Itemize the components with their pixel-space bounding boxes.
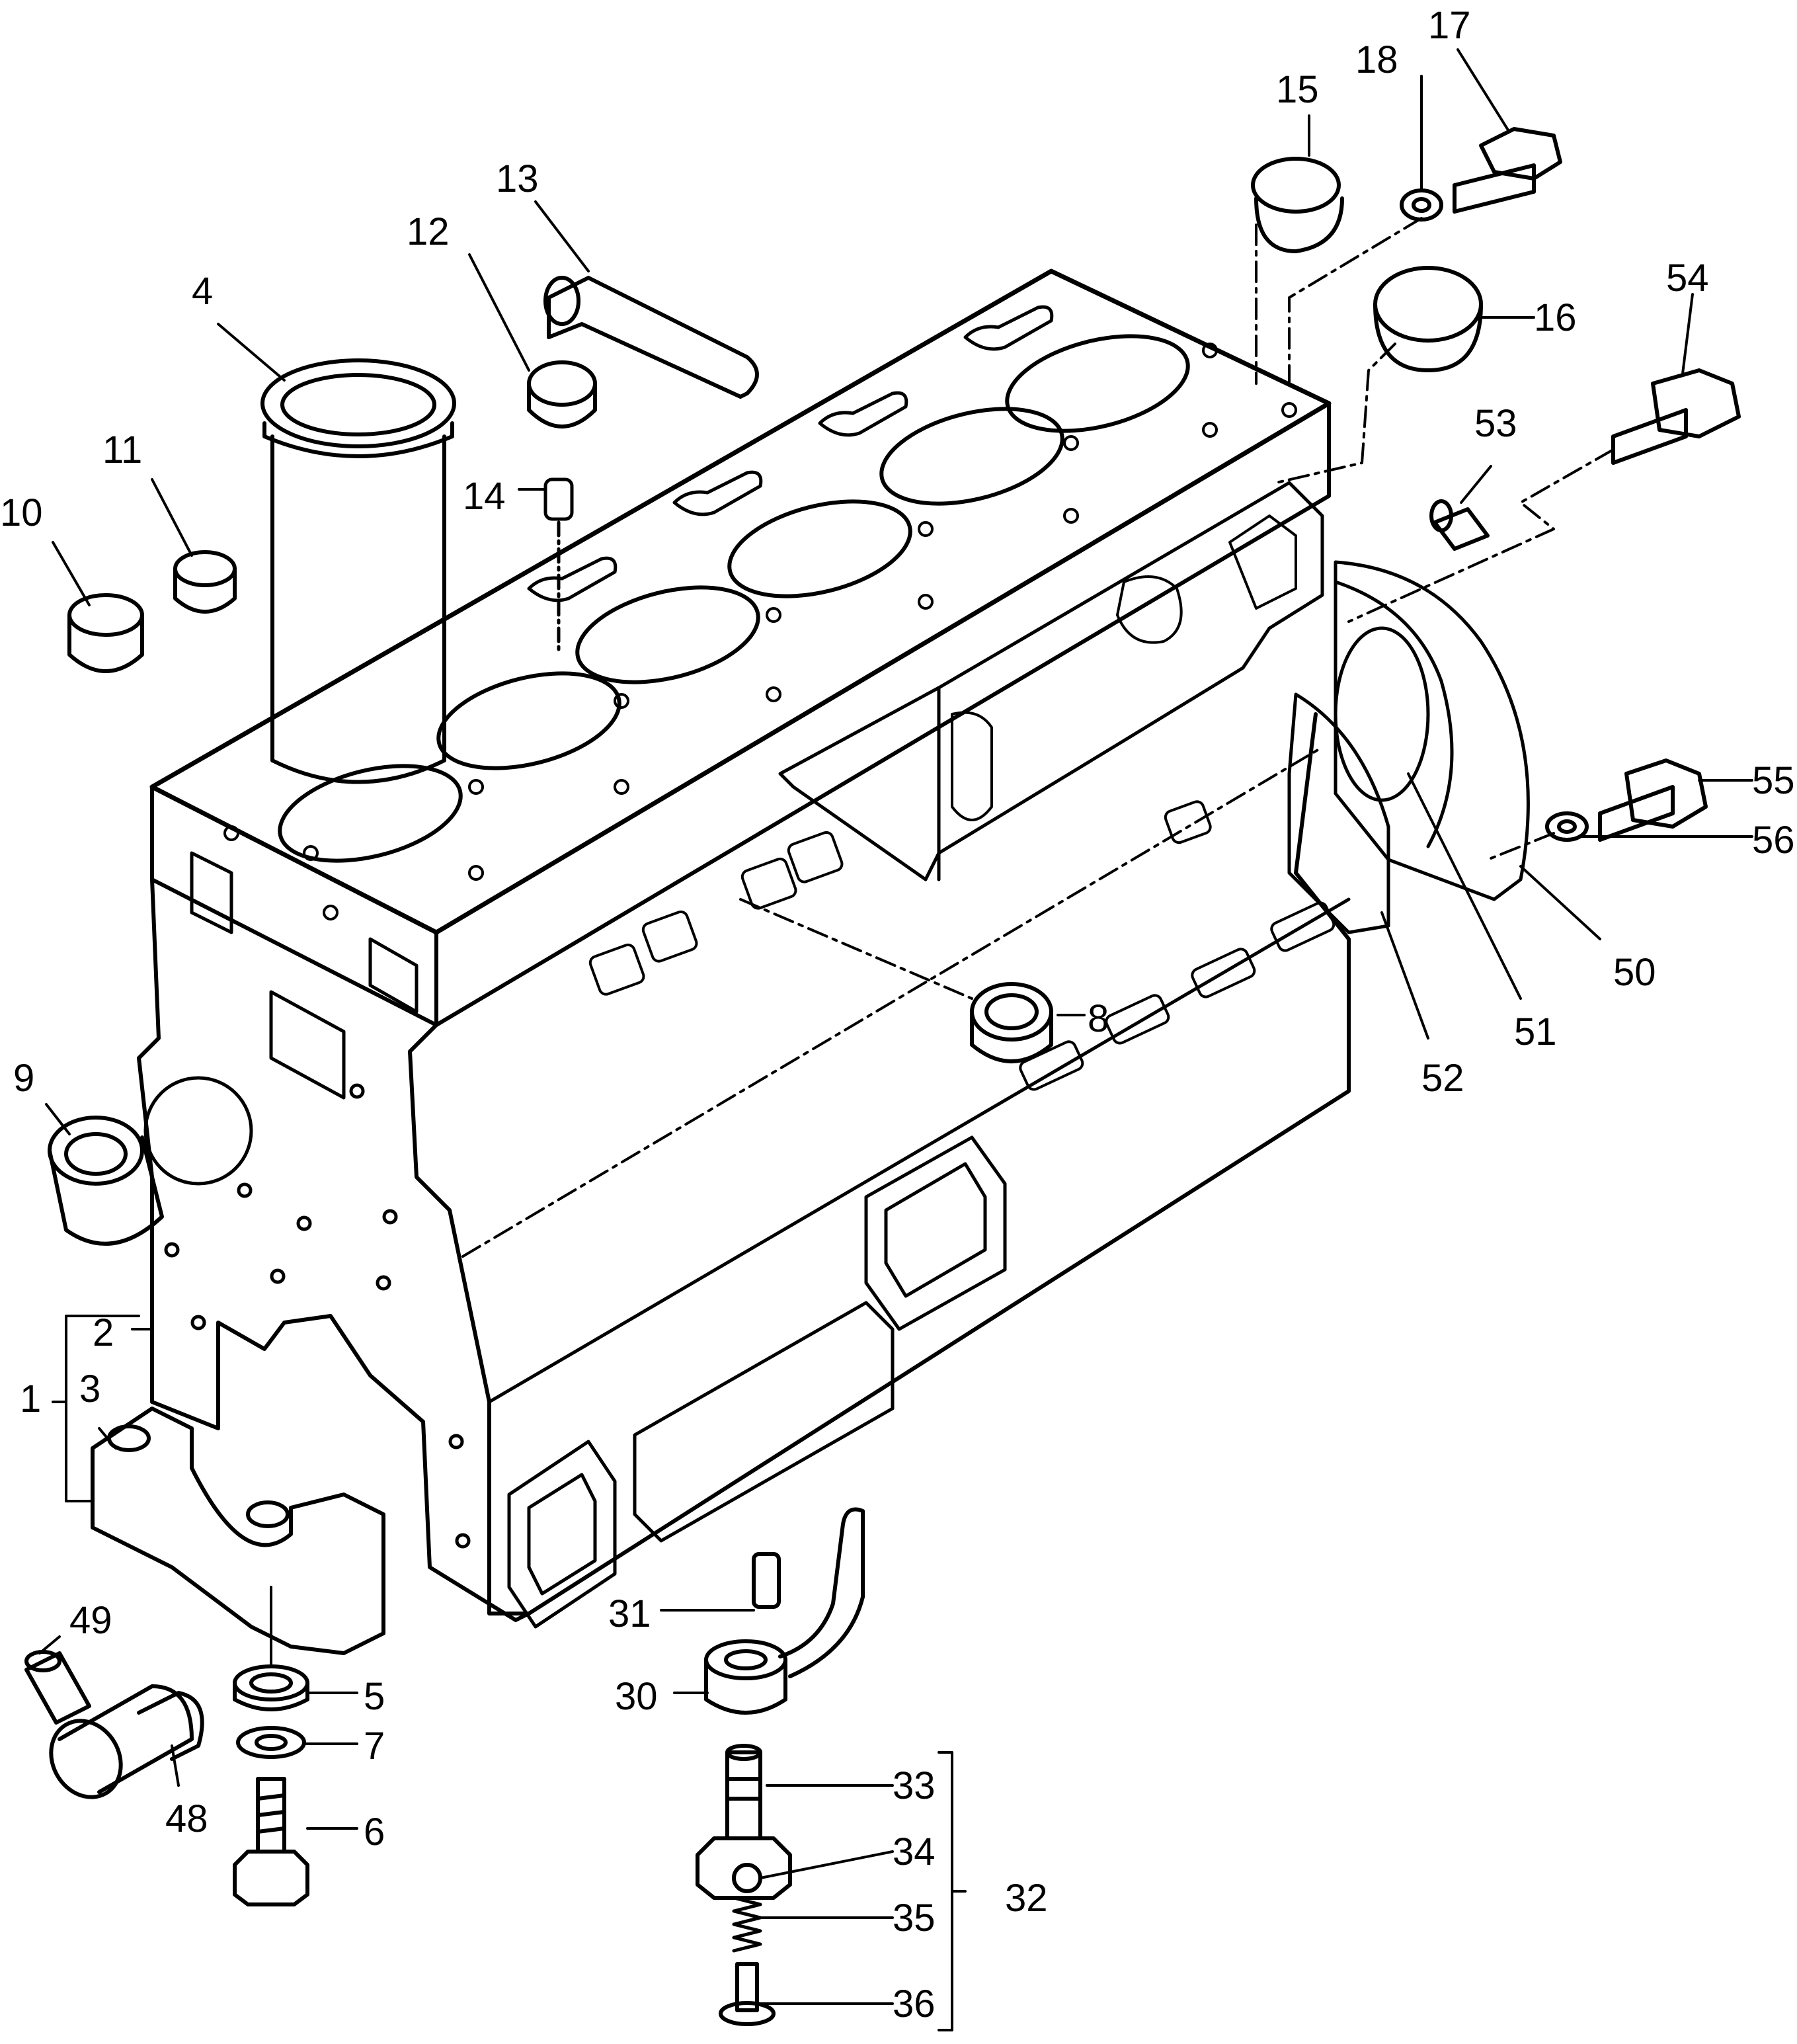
callout-36: 36 [893,1983,936,2025]
callout-8: 8 [1088,997,1109,1040]
callout-16: 16 [1534,296,1577,339]
callout-1: 1 [20,1377,41,1420]
block-side-bosses [588,800,1336,1091]
deck-slots [527,305,1054,602]
callout-5: 5 [364,1675,385,1718]
callout-6: 6 [364,1811,385,1854]
callout-30: 30 [615,1675,658,1718]
bracket-part-32 [938,1751,967,2031]
assembly-lines [1255,217,1615,861]
part-35-spring [732,1896,762,1953]
callout-56: 56 [1752,819,1795,862]
cylinder-block [137,268,1530,1629]
part-53-dowel [1429,499,1490,551]
part-16-plug [1373,266,1483,372]
callout-35: 35 [893,1897,936,1940]
head-bolt-holes [223,343,1297,920]
callout-34: 34 [893,1830,936,1873]
callout-48: 48 [165,1797,208,1840]
callout-18: 18 [1355,38,1398,81]
callout-15: 15 [1276,68,1319,111]
callout-3: 3 [79,1368,100,1410]
part-11-expansion-plug [173,550,237,614]
callout-54: 54 [1666,257,1709,300]
part-14-dowel [543,477,574,657]
part-17-bolt [1453,127,1562,214]
part-8-plug [739,898,1053,1063]
leader-lines [38,48,1753,2005]
callout-10: 10 [0,491,43,534]
callout-4: 4 [192,270,213,313]
callout-11: 11 [102,429,142,471]
part-48-bushing [49,1684,204,1799]
part-9-bushing [48,1116,164,1246]
part-36-plug [719,1962,776,2026]
callout-32: 32 [1005,1877,1048,1920]
callout-7: 7 [364,1725,385,1768]
part-3-bearing-cap [91,1407,385,1655]
callout-17: 17 [1428,4,1471,47]
callout-12: 12 [407,210,450,253]
bracket-part-1 [52,1315,140,1502]
callout-53: 53 [1474,402,1517,445]
part-33-valve-body [696,1744,792,1900]
part-10-expansion-plug [67,593,144,673]
cylinder-bore-set [278,334,1190,863]
part-4-cylinder-liner [260,358,456,784]
part-54-bolt [1611,368,1741,465]
callout-55: 55 [1752,759,1795,802]
callout-33: 33 [893,1764,936,1807]
part-56-washer [1545,811,1589,842]
side-flanges [507,1135,1007,1629]
callout-31: 31 [608,1592,651,1635]
part-12-plug [527,360,597,429]
callout-51: 51 [1514,1010,1557,1053]
callout-52: 52 [1421,1057,1464,1100]
callout-49: 49 [69,1599,112,1642]
part-55-bolt [1598,758,1708,842]
front-face-features [143,851,471,1549]
callout-50: 50 [1613,951,1656,994]
callout-9: 9 [13,1057,34,1100]
callout-13: 13 [496,157,539,200]
callout-14: 14 [463,475,506,518]
callout-2: 2 [93,1311,114,1354]
part-30-oil-jet [704,1507,865,1715]
part-31-pin [752,1552,781,1609]
part-15-plug [1251,157,1344,253]
part-13-pin [543,276,759,399]
part-6-bolt [233,1777,309,1906]
